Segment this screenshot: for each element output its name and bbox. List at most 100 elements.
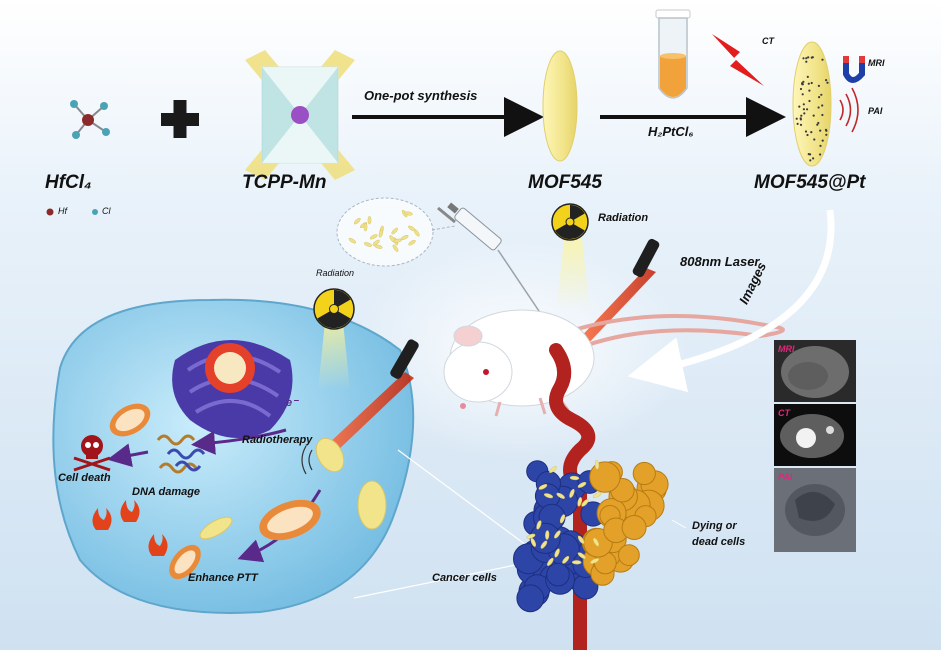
cell-death-label: Cell death — [58, 472, 111, 484]
lightning-icon — [712, 34, 764, 86]
pt-nanoparticle — [821, 139, 824, 142]
tumor-mof-particle — [590, 558, 599, 564]
cancer-cell-sphere — [516, 584, 545, 613]
plus-icon — [161, 100, 199, 138]
one-pot-synthesis-label: One-pot synthesis — [364, 88, 478, 103]
legend-cl-dot — [92, 209, 98, 215]
bubble-mof-particle — [353, 217, 361, 225]
tcpp-mn-icon — [245, 50, 355, 180]
cell-death-arrow — [107, 443, 149, 468]
pt-nanoparticle — [808, 99, 811, 103]
dying-cell-sphere — [589, 461, 621, 493]
pt-nanoparticle — [817, 106, 820, 109]
cell-mof-particle — [199, 516, 233, 540]
pt-nanoparticle — [819, 129, 822, 132]
membrane-mof-particle — [357, 480, 387, 530]
mof545-pt-particle-icon — [792, 41, 832, 167]
bubble-mof-particle — [367, 215, 372, 225]
laser-label: 808nm Laser — [680, 254, 760, 269]
pt-nanoparticle — [799, 87, 803, 91]
legend-cl-label: Cl — [102, 206, 111, 216]
tumor-mof-particle — [577, 497, 583, 507]
dna-damage-label: DNA damage — [132, 486, 201, 498]
tumor-mof-particle — [530, 537, 537, 547]
pt-nanoparticle — [817, 121, 820, 125]
bubble-mof-particle — [393, 238, 402, 243]
tumor-mof-particle — [554, 548, 560, 558]
cancer-cell-sphere — [546, 562, 570, 587]
radiation-icon-top — [551, 203, 590, 310]
panel-pai-label: PAI — [778, 472, 793, 482]
pt-nanoparticle — [808, 89, 811, 92]
dying-cells-label-2: dead cells — [692, 536, 746, 548]
tumor-mof-particle — [526, 533, 536, 539]
panel-ct-label: CT — [778, 408, 790, 418]
images-arrow — [627, 209, 835, 393]
pt-nanoparticle — [825, 79, 828, 82]
radiation-label-top: Radiation — [598, 212, 649, 224]
hfcl4-label: HfCl₄ — [45, 172, 92, 193]
acoustic-wave-icon — [839, 87, 859, 133]
pt-nanoparticle — [818, 96, 821, 99]
cell-acoustic-wave-icon — [301, 445, 313, 475]
pt-nanoparticle — [805, 60, 808, 63]
tumor-mof-particle — [554, 530, 561, 539]
imaging-panel-stack — [774, 340, 856, 552]
bubble-mof-particle — [391, 227, 398, 235]
enhance-ptt-label: Enhance PTT — [188, 572, 258, 584]
bubble-mof-particle — [363, 222, 368, 232]
pt-nanoparticle — [802, 103, 805, 106]
pt-nanoparticle — [803, 112, 806, 115]
pt-nanoparticle — [802, 108, 806, 111]
legend-hf-dot — [46, 208, 54, 216]
pt-nanoparticle — [810, 56, 813, 59]
pt-nanoparticle — [799, 123, 803, 126]
ct-label: CT — [762, 36, 774, 46]
magnet-icon — [843, 56, 865, 83]
electron-label: e⁻ — [286, 397, 298, 409]
tumor-mof-particle — [577, 552, 586, 559]
tumor-mof-particle — [592, 492, 602, 499]
pt-nanoparticle — [812, 114, 815, 117]
h2ptcl6-label: H₂PtCl₆ — [648, 124, 694, 139]
test-tube-icon — [655, 9, 691, 99]
pai-label: PAI — [868, 106, 883, 116]
dying-cells-label-1: Dying or — [692, 520, 737, 532]
pt-nanoparticle — [798, 105, 801, 108]
tumor-mof-particle — [543, 493, 554, 499]
pt-nanoparticle — [825, 129, 828, 132]
blood-vessel — [549, 343, 596, 650]
pt-nanoparticle — [819, 153, 822, 156]
pt-nanoparticle — [821, 113, 824, 117]
tumor-mof-particle — [577, 535, 585, 544]
bubble-mof-particle — [408, 225, 416, 232]
bubble-mof-particle — [372, 239, 380, 246]
mof545-particle-icon — [542, 50, 578, 162]
hfcl4-molecule-icon — [70, 100, 110, 139]
tumor-mof-particle — [581, 499, 589, 507]
mof545-pt-label: MOF545@Pt — [754, 172, 866, 193]
tumor-mof-particle — [562, 555, 570, 564]
pt-nanoparticle — [802, 57, 805, 60]
radiotherapy-arrow — [191, 428, 287, 455]
tumor-mof-particle — [549, 466, 557, 473]
tumor-mof-particle — [547, 557, 554, 566]
pt-nanoparticle — [825, 133, 828, 136]
bubble-mof-particle — [404, 211, 413, 216]
syringe-icon — [437, 202, 546, 321]
tumor-mof-particle — [593, 537, 600, 547]
dying-cell-sphere — [621, 515, 647, 540]
pt-nanoparticle — [826, 81, 829, 84]
tumor-mof-particle — [569, 488, 575, 498]
pt-nanoparticle — [807, 56, 810, 59]
tumor-mof-particle — [559, 514, 566, 524]
magnified-particles-bubble — [336, 197, 434, 267]
pt-nanoparticle — [806, 75, 809, 78]
dying-cell-sphere — [632, 461, 656, 486]
pt-nanoparticle — [801, 82, 804, 85]
pt-nanoparticle — [820, 93, 823, 96]
tumor-mof-particle — [571, 560, 582, 565]
mitochondria-icon — [109, 403, 321, 580]
